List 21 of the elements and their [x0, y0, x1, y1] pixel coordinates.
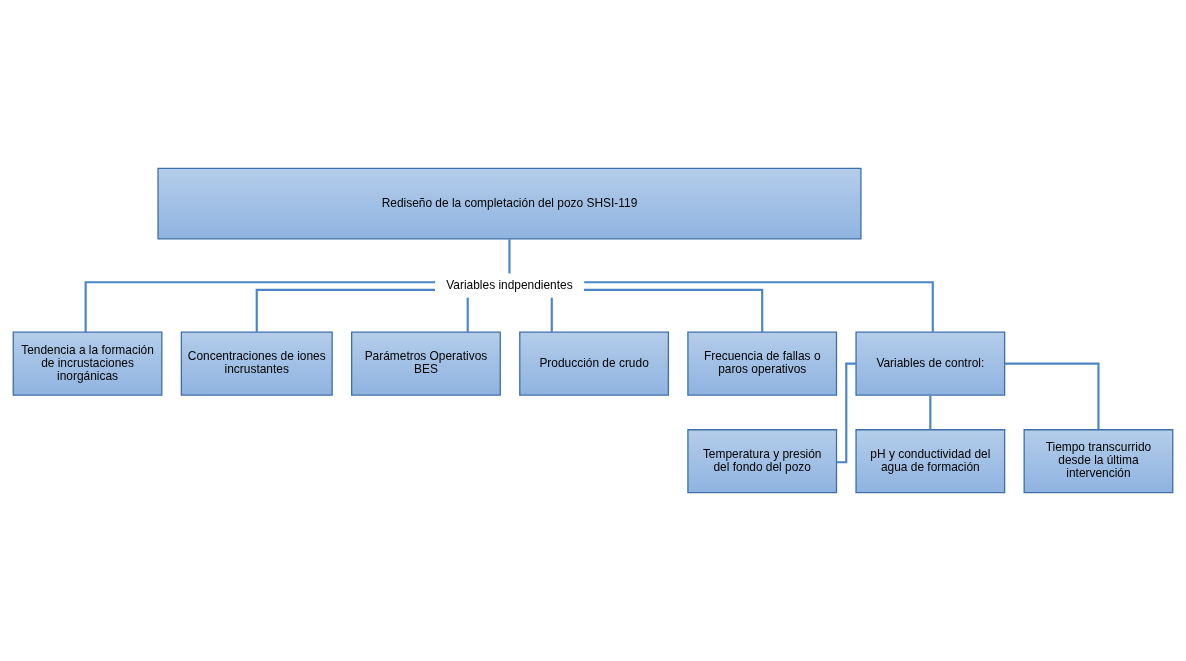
connector [508, 239, 511, 274]
node-box: Frecuencia de fallas o paros operativos [687, 331, 838, 396]
connector [466, 297, 469, 332]
node-box: Producción de crudo [519, 331, 670, 396]
connector [929, 395, 932, 430]
connector [584, 281, 934, 332]
node-box: pH y conductividad del agua de formación [855, 429, 1006, 494]
node-box: Rediseño de la completación del pozo SHSI-119 [157, 167, 862, 240]
connector [255, 288, 435, 332]
connector [84, 281, 436, 332]
node-box: Parámetros Operativos BES [351, 331, 501, 396]
connector [836, 362, 856, 464]
connector [550, 297, 553, 332]
node-box: Variables de control: [855, 331, 1006, 396]
connector [1005, 362, 1100, 430]
node-box: Tendencia a la formación de incrustaciones inorgánicas [12, 331, 163, 396]
node-box: Temperatura y presión del fondo del pozo [687, 429, 838, 494]
node-box: Tiempo transcurrido desde la última intervención [1023, 429, 1174, 494]
connector [583, 288, 764, 332]
node-text: Variables indpendientes [446, 277, 573, 292]
node-box: Concentraciones de iones incrustantes [180, 331, 333, 396]
